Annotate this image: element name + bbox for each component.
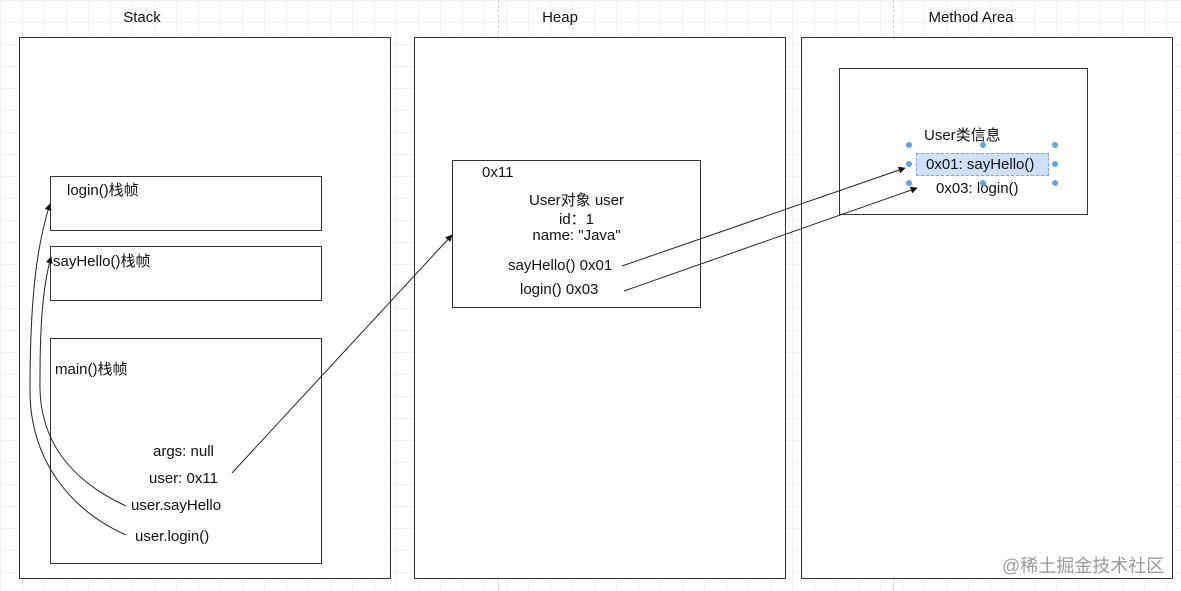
resize-handle-top-left[interactable] (906, 142, 912, 148)
arrow-login-ref-to-method[interactable] (623, 186, 918, 292)
say-hello-method-ref: sayHello() 0x01 (508, 257, 613, 274)
heap-region[interactable] (414, 37, 786, 579)
args-variable: args: null (153, 443, 214, 460)
say-hello-method-entry: 0x01: sayHello() (926, 156, 1035, 173)
resize-handle-right[interactable] (1052, 161, 1058, 167)
object-title: User对象 user (528, 192, 625, 209)
resize-handle-bottom[interactable] (980, 180, 986, 186)
login-method-ref: login() 0x03 (520, 281, 599, 298)
resize-handle-top[interactable] (980, 142, 986, 148)
user-class-info[interactable] (839, 68, 1088, 215)
object-id-field: id：1 (558, 211, 595, 228)
login-frame-label: login()栈帧 (67, 182, 139, 199)
resize-handle-left[interactable] (906, 161, 912, 167)
watermark-text: @稀土掘金技术社区 (1002, 556, 1165, 576)
login-method-entry: 0x03: login() (936, 180, 1019, 197)
user-variable: user: 0x11 (149, 470, 218, 487)
user-object[interactable] (452, 160, 701, 308)
object-address: 0x11 (482, 164, 514, 181)
class-info-title: User类信息 (924, 127, 1001, 144)
heap-title: Heap (542, 9, 578, 26)
say-hello-call: user.sayHello (131, 497, 222, 514)
arrow-say-hello-call-to-frame[interactable] (39, 256, 127, 507)
selected-method-entry[interactable] (916, 153, 1049, 176)
arrow-login-call-to-frame[interactable] (29, 203, 127, 536)
say-hello-stack-frame[interactable]: sayHello()栈帧 (50, 246, 322, 301)
login-stack-frame[interactable]: login()栈帧 (50, 176, 322, 231)
say-hello-frame-label: sayHello()栈帧 (53, 253, 151, 270)
main-frame-label: main()栈帧 (55, 361, 128, 378)
login-call: user.login() (135, 528, 210, 545)
arrow-user-to-heap-object[interactable] (231, 234, 453, 474)
resize-handle-bottom-right[interactable] (1052, 180, 1058, 186)
arrow-say-hello-ref-to-method[interactable] (621, 166, 906, 267)
stack-title: Stack (123, 9, 161, 26)
method-area-title: Method Area (928, 9, 1014, 26)
resize-handle-top-right[interactable] (1052, 142, 1058, 148)
object-name-field: name: "Java" (532, 227, 621, 244)
main-stack-frame[interactable]: main()栈帧 (50, 338, 322, 564)
resize-handle-bottom-left[interactable] (906, 180, 912, 186)
